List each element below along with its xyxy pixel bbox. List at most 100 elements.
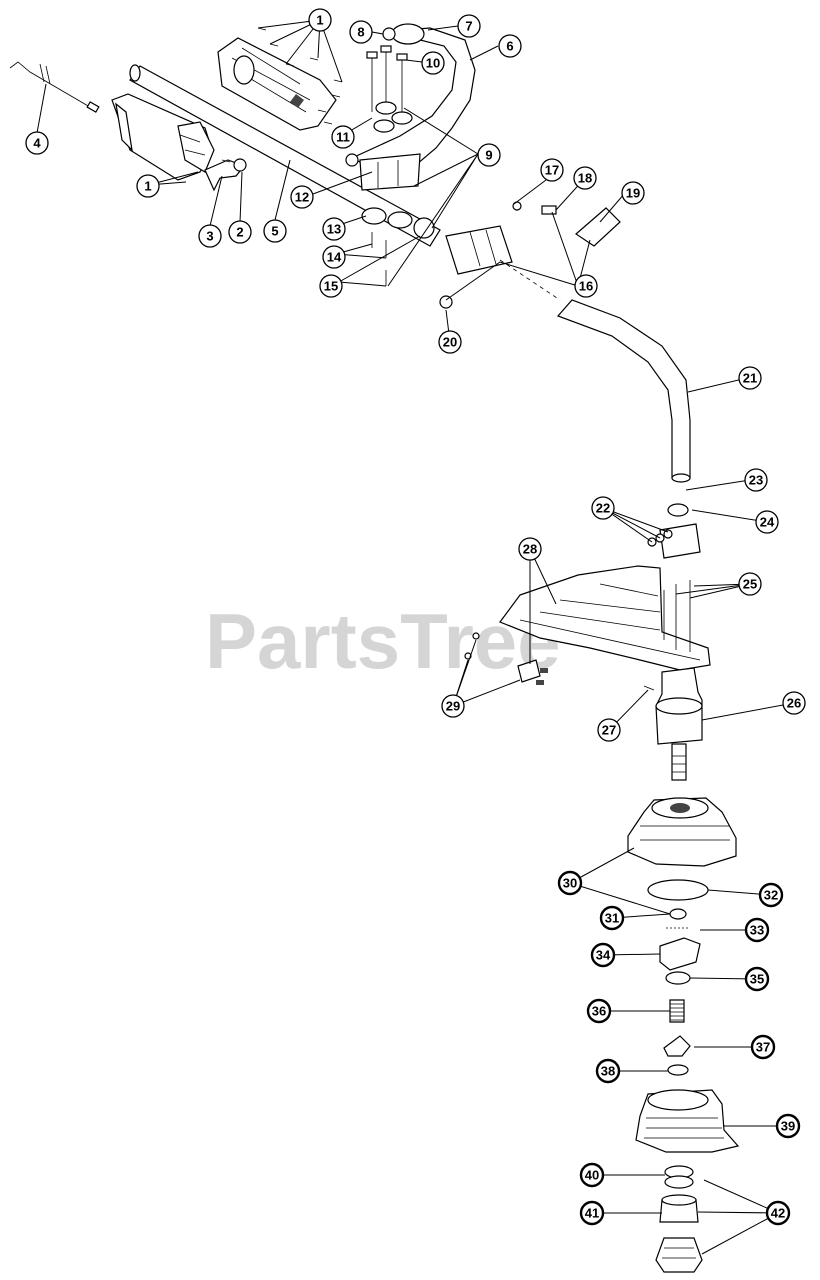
callout-35: 35 [744, 966, 770, 992]
callout-15: 15 [319, 274, 343, 298]
svg-text:22: 22 [596, 501, 610, 516]
callout-31: 31 [599, 905, 625, 931]
svg-text:24: 24 [760, 515, 775, 530]
svg-text:34: 34 [596, 948, 611, 963]
handle-housing [111, 93, 215, 181]
grass-deflector-shield [499, 565, 711, 671]
callout-12: 12 [290, 185, 314, 209]
callout-28: 28 [518, 537, 542, 561]
callout-14: 14 [322, 245, 346, 269]
shield-fasteners [464, 632, 655, 691]
callout-7: 7 [457, 14, 481, 38]
svg-text:37: 37 [756, 1040, 770, 1055]
callout-22: 22 [591, 496, 615, 520]
svg-text:1: 1 [144, 179, 151, 194]
svg-text:7: 7 [465, 19, 472, 34]
svg-text:30: 30 [563, 876, 577, 891]
main-drive-tube [129, 64, 441, 247]
svg-text:23: 23 [749, 473, 763, 488]
svg-text:2: 2 [236, 225, 243, 240]
leader-lines [36, 19, 795, 1255]
svg-text:39: 39 [781, 1119, 795, 1134]
svg-text:3: 3 [206, 229, 213, 244]
svg-text:26: 26 [787, 696, 801, 711]
svg-text:10: 10 [426, 56, 440, 71]
svg-text:14: 14 [327, 250, 342, 265]
gear-head [655, 667, 703, 781]
callout-34: 34 [590, 942, 616, 968]
callout-27: 27 [597, 718, 621, 742]
svg-text:35: 35 [750, 972, 764, 987]
svg-text:5: 5 [271, 224, 278, 239]
callout-42: 42 [765, 1200, 791, 1226]
svg-text:15: 15 [324, 279, 338, 294]
callout-20: 20 [438, 330, 462, 354]
callout-18: 18 [573, 166, 597, 190]
svg-text:32: 32 [764, 888, 778, 903]
lower-bent-tube [556, 299, 691, 483]
svg-text:42: 42 [771, 1206, 785, 1221]
svg-text:27: 27 [602, 723, 616, 738]
callout-2: 2 [228, 220, 252, 244]
callout-26: 26 [782, 691, 806, 715]
svg-text:29: 29 [446, 699, 460, 714]
callout-1-left: 1 [136, 174, 160, 198]
watermark: PartsTree [205, 597, 561, 685]
svg-text:11: 11 [336, 130, 350, 145]
svg-text:31: 31 [605, 911, 619, 926]
svg-text:17: 17 [545, 163, 559, 178]
callout-1-top: 1 [308, 8, 332, 32]
callout-3: 3 [198, 224, 222, 248]
callout-37: 37 [750, 1034, 776, 1060]
callout-33: 33 [744, 917, 770, 943]
svg-text:33: 33 [750, 923, 764, 938]
shaft-coupler [439, 201, 621, 309]
callout-11: 11 [331, 125, 355, 149]
handle-clamp-block [359, 153, 435, 286]
callout-16: 16 [574, 274, 598, 298]
upper-handle-cover [217, 37, 337, 131]
clamp-bolts [366, 45, 413, 133]
callout-36: 36 [586, 998, 612, 1024]
callout-8: 8 [349, 20, 373, 44]
svg-text:36: 36 [592, 1004, 606, 1019]
spring-and-eyelet-parts [647, 879, 709, 1076]
callout-38: 38 [595, 1058, 621, 1084]
callout-32: 32 [758, 882, 784, 908]
callout-25: 25 [738, 572, 762, 596]
callout-17: 17 [540, 158, 564, 182]
svg-text:9: 9 [485, 148, 492, 163]
svg-text:41: 41 [585, 1206, 599, 1221]
spool-housing [627, 797, 737, 867]
callout-24: 24 [755, 510, 779, 534]
svg-text:40: 40 [585, 1168, 599, 1183]
callout-6: 6 [498, 34, 522, 58]
svg-text:18: 18 [578, 171, 592, 186]
callout-41: 41 [579, 1200, 605, 1226]
callout-21: 21 [738, 366, 762, 390]
callout-10: 10 [421, 51, 445, 75]
throttle-trigger [204, 158, 247, 192]
svg-text:6: 6 [506, 39, 513, 54]
trimmer-spool [635, 1089, 740, 1153]
callout-29: 29 [441, 694, 465, 718]
svg-text:38: 38 [601, 1064, 615, 1079]
svg-text:8: 8 [357, 25, 364, 40]
callout-9: 9 [477, 143, 501, 167]
callout-30: 30 [557, 870, 583, 896]
svg-text:20: 20 [443, 335, 457, 350]
svg-text:1: 1 [316, 13, 323, 28]
guard-bracket [647, 503, 701, 559]
svg-text:25: 25 [743, 577, 757, 592]
callout-5: 5 [263, 219, 287, 243]
svg-text:28: 28 [523, 542, 537, 557]
screws-top [221, 27, 343, 163]
callout-19: 19 [621, 181, 645, 205]
svg-text:12: 12 [295, 190, 309, 205]
idle-tube-hose [345, 23, 476, 171]
callout-40: 40 [579, 1162, 605, 1188]
svg-text:13: 13 [327, 222, 341, 237]
svg-text:21: 21 [743, 371, 757, 386]
callout-13: 13 [322, 217, 346, 241]
